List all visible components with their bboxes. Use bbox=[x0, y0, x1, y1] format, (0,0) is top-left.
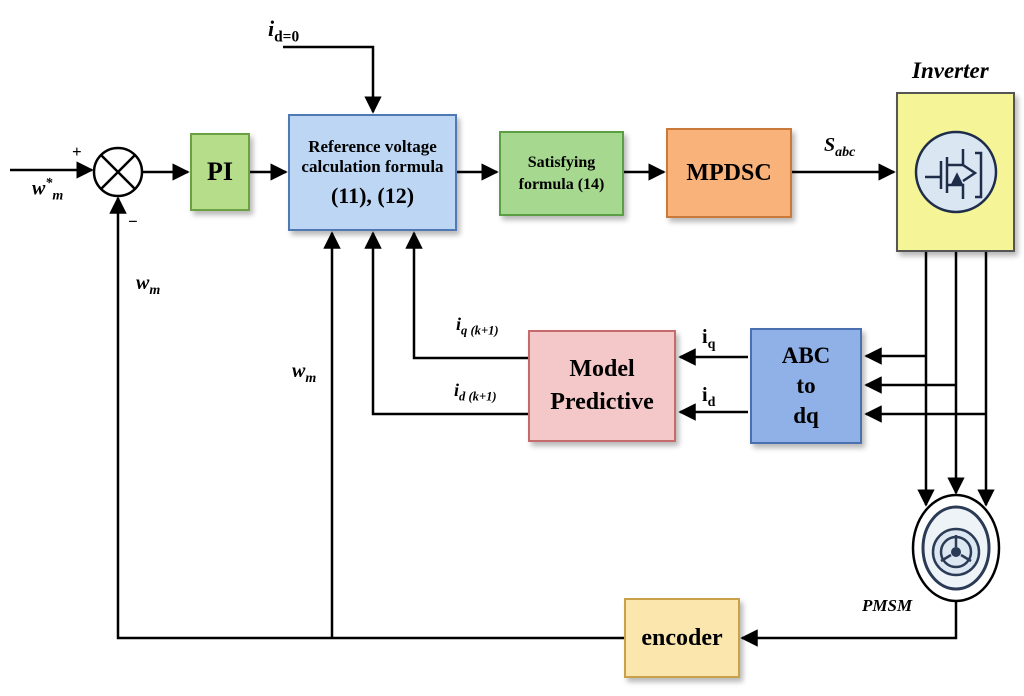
encoder-block: encoder bbox=[624, 598, 740, 678]
igbt-switch-icon bbox=[914, 130, 997, 214]
reference-voltage-block: Reference voltage calculation formula (1… bbox=[288, 114, 457, 231]
label-id: id bbox=[702, 384, 716, 410]
label-iq: iq bbox=[702, 326, 716, 352]
label-plus: + bbox=[72, 142, 82, 161]
mpdsc-label: MPDSC bbox=[686, 159, 772, 186]
ref-line2: calculation formula bbox=[301, 156, 444, 176]
ref-line1: Reference voltage bbox=[308, 136, 437, 156]
satisfy-line2: formula (14) bbox=[518, 175, 605, 193]
encoder-label: encoder bbox=[641, 624, 723, 651]
summing-junction-cross bbox=[100, 154, 136, 190]
abc-line3: dq bbox=[793, 403, 819, 428]
abc-line1: ABC bbox=[781, 343, 831, 368]
label-minus: − bbox=[128, 212, 138, 231]
model-line1: Model bbox=[569, 356, 635, 382]
model-line2: Predictive bbox=[550, 389, 654, 415]
satisfying-formula-block: Satisfying formula (14) bbox=[499, 131, 624, 216]
wire-id0 bbox=[283, 45, 382, 114]
abc-to-dq-block: ABC to dq bbox=[750, 328, 862, 444]
wire-pmsm-to-encoder bbox=[740, 602, 958, 647]
inverter-block bbox=[896, 92, 1015, 252]
model-predictive-block: Model Predictive bbox=[528, 330, 676, 442]
ref-line3: (11), (12) bbox=[330, 182, 415, 208]
mpdsc-block: MPDSC bbox=[666, 128, 792, 218]
pi-controller-block: PI bbox=[190, 133, 250, 211]
label-wm-to-ref: wm bbox=[292, 360, 317, 386]
label-id-k1: id (k+1) bbox=[454, 380, 497, 404]
inverter-title: Inverter bbox=[912, 58, 989, 83]
label-speed-reference: w*m bbox=[32, 176, 64, 204]
satisfy-line1: Satisfying bbox=[527, 153, 596, 171]
wire-id-k1 bbox=[364, 231, 528, 416]
pi-label: PI bbox=[207, 157, 233, 186]
abc-line2: to bbox=[796, 373, 816, 398]
label-iq-k1: iq (k+1) bbox=[456, 314, 499, 338]
label-wm-feedback: wm bbox=[136, 272, 161, 298]
wire-iq-k1 bbox=[405, 231, 528, 360]
pmsm-motor-icon bbox=[911, 493, 1001, 603]
wire-encoder-feedback bbox=[109, 196, 624, 640]
pmsm-label: PMSM bbox=[862, 596, 913, 615]
label-sabc: Sabc bbox=[824, 134, 856, 160]
label-id0: id=0 bbox=[268, 16, 300, 46]
